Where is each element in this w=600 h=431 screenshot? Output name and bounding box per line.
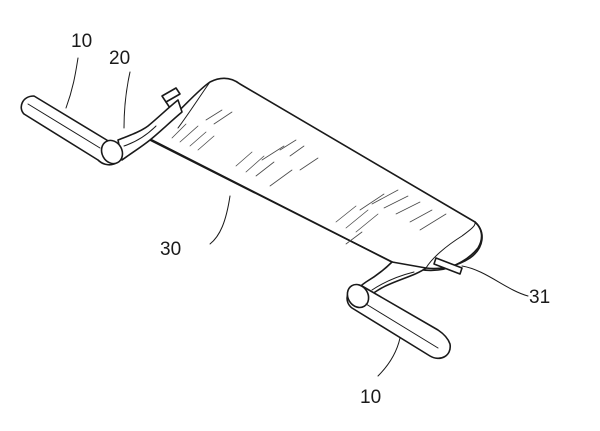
label-body: 30 <box>160 239 181 260</box>
leader-body <box>210 196 230 244</box>
right-shaft <box>343 281 450 359</box>
leader-right-shaft <box>378 338 400 376</box>
label-left-shaft: 10 <box>71 31 92 52</box>
label-flange: 20 <box>109 48 130 69</box>
label-pin: 31 <box>529 287 550 308</box>
main-body <box>148 78 482 270</box>
leader-pin <box>462 266 528 296</box>
leader-flange <box>124 72 130 128</box>
leader-left-shaft <box>66 58 78 108</box>
label-right-shaft: 10 <box>360 387 381 408</box>
left-shaft <box>21 96 126 167</box>
